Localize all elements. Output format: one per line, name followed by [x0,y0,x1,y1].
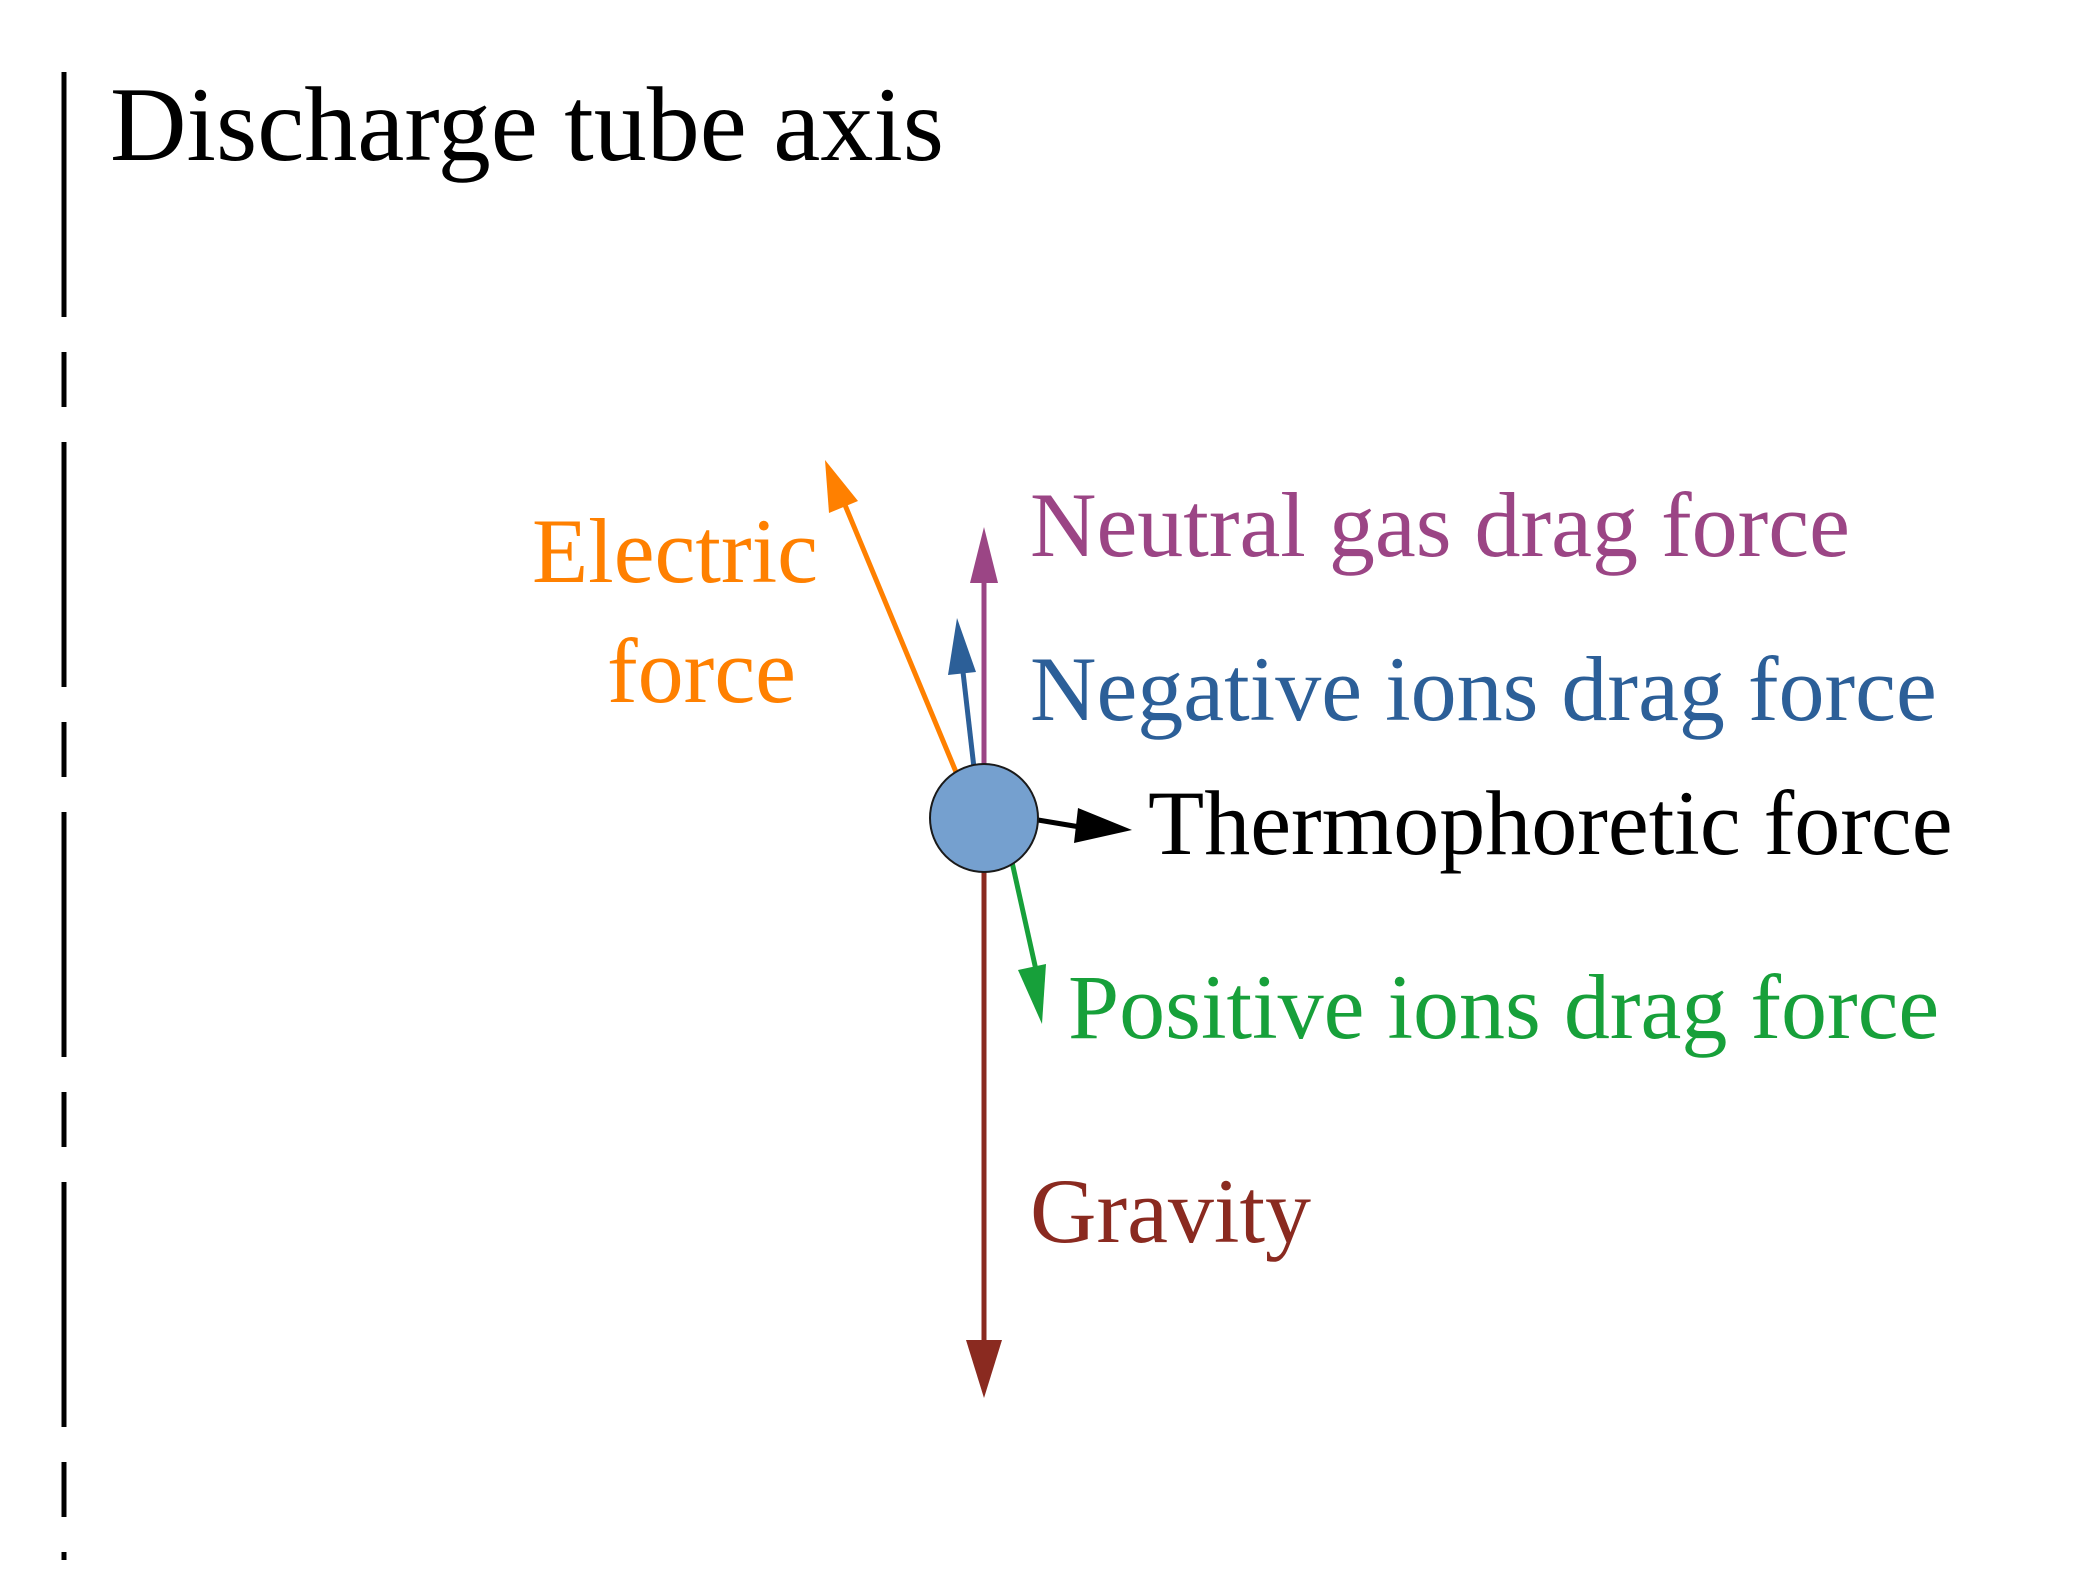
electric-force-label-line2: force [607,620,796,722]
gravity-label: Gravity [1030,1160,1311,1262]
thermophoretic-arrow [1037,808,1132,843]
gravity-arrow [966,862,1002,1398]
axis-title: Discharge tube axis [110,66,944,183]
positive-ions-drag-arrow [1009,861,1046,1024]
thermophoretic-label: Thermophoretic force [1148,772,1953,874]
neutral-gas-drag-arrow [970,527,998,770]
negative-ions-drag-label: Negative ions drag force [1030,638,1937,740]
electric-force-arrow [825,460,959,773]
dust-particle [929,763,1039,873]
electric-force-label-line1: Electric [532,500,818,602]
positive-ions-drag-label: Positive ions drag force [1068,956,1939,1058]
neutral-gas-drag-label: Neutral gas drag force [1030,474,1850,576]
negative-ions-drag-arrow [948,618,977,769]
